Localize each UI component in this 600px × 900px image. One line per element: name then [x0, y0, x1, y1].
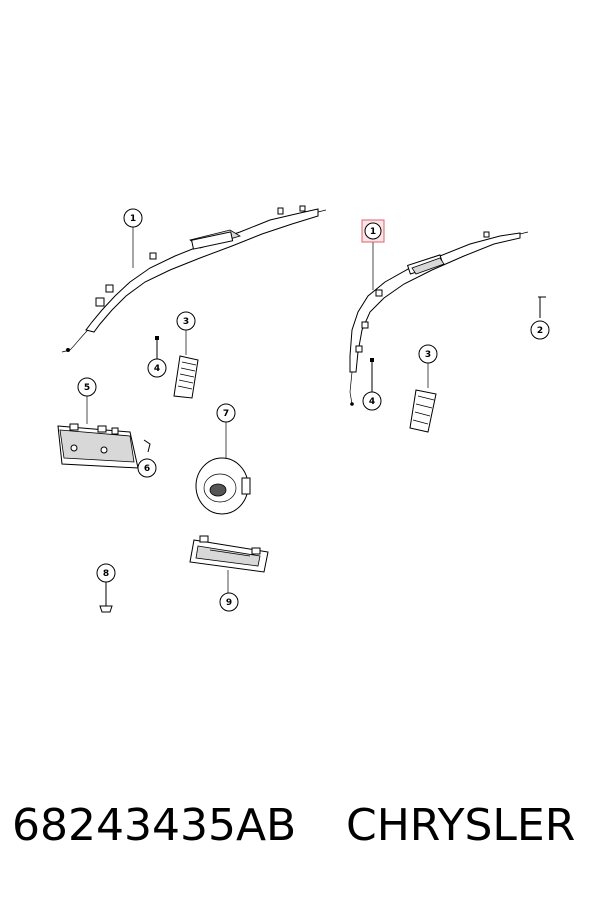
- callout-label: 8: [103, 569, 109, 579]
- callout-label: 9: [226, 598, 232, 608]
- callout-label: 1: [130, 214, 136, 224]
- callout-label: 7: [223, 409, 229, 419]
- right-curtain-airbag: [349, 231, 529, 406]
- knee-airbag-left: [173, 355, 199, 399]
- callout-label: 5: [84, 383, 90, 393]
- fastener-part-4-right: [370, 358, 374, 392]
- callout-3-right[interactable]: 3: [418, 344, 438, 364]
- knee-airbag-right: [409, 389, 437, 433]
- callout-label: 1: [370, 227, 376, 237]
- callout-4-left[interactable]: 4: [147, 358, 167, 378]
- callout-9[interactable]: 9: [219, 592, 239, 612]
- callout-4-right[interactable]: 4: [362, 391, 382, 411]
- fastener-part-6: [143, 439, 151, 453]
- fastener-part-8: [99, 582, 113, 613]
- clip-part-2: [538, 296, 546, 318]
- callout-label: 3: [183, 317, 189, 327]
- callout-7[interactable]: 7: [216, 403, 236, 423]
- callout-label: 4: [369, 397, 375, 407]
- side-airbag-module: [189, 535, 269, 573]
- passenger-airbag-module: [57, 423, 139, 469]
- callout-5[interactable]: 5: [77, 377, 97, 397]
- callout-8[interactable]: 8: [96, 563, 116, 583]
- callout-label: 6: [144, 464, 150, 474]
- callout-label: 4: [154, 364, 160, 374]
- callout-3-left[interactable]: 3: [176, 311, 196, 331]
- callout-label: 2: [537, 326, 543, 336]
- fastener-part-4-left: [155, 336, 159, 360]
- callout-6[interactable]: 6: [137, 458, 157, 478]
- callout-1-right-highlighted[interactable]: 1: [361, 219, 385, 243]
- callout-2[interactable]: 2: [530, 320, 550, 340]
- callout-label: 3: [425, 350, 431, 360]
- left-curtain-airbag: [61, 205, 327, 353]
- driver-airbag: [195, 457, 251, 515]
- part-number: 68243435AB: [12, 800, 297, 851]
- callout-1-left[interactable]: 1: [123, 208, 143, 228]
- brand-name: CHRYSLER: [346, 800, 576, 851]
- parts-diagram: 1 1 2 3 3 4 4 5 6 7 8 9: [57, 205, 550, 613]
